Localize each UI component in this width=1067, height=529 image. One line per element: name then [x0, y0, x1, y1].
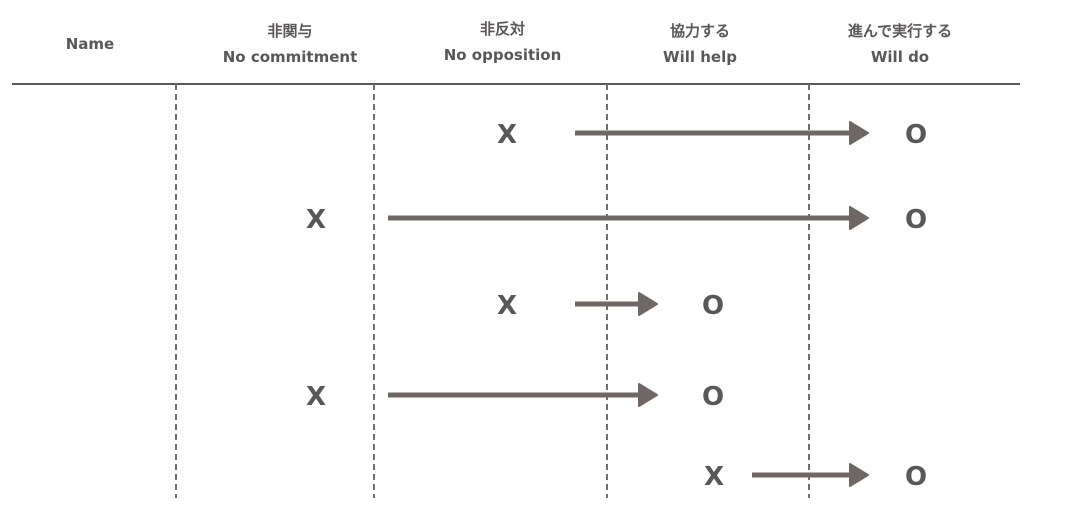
transition-arrow-head: [849, 463, 869, 487]
target-position-mark: O: [702, 382, 724, 412]
header-will-help-jp: 協力する: [669, 22, 730, 40]
header-no-opposition-en: No opposition: [443, 46, 562, 64]
header-name-label: Name: [65, 35, 115, 53]
current-position-mark: X: [306, 205, 326, 235]
current-position-mark: X: [497, 120, 517, 150]
header-no-opposition: 非反対 No opposition: [400, 16, 605, 68]
header-name: Name: [30, 31, 150, 57]
transition-arrow-head: [849, 121, 869, 145]
header-no-commitment-jp: 非関与: [267, 22, 313, 40]
target-position-mark: O: [702, 291, 724, 321]
header-no-opposition-jp: 非反対: [479, 20, 525, 38]
target-position-mark: O: [905, 462, 927, 492]
header-will-help: 協力する Will help: [615, 18, 785, 70]
header-will-do-jp: 進んで実行する: [847, 22, 953, 40]
transition-arrow-head: [638, 383, 658, 407]
current-position-mark: X: [497, 291, 517, 321]
header-no-commitment: 非関与 No commitment: [190, 18, 390, 70]
header-will-do: 進んで実行する Will do: [800, 18, 1000, 70]
transition-arrow-head: [849, 206, 869, 230]
target-position-mark: O: [905, 120, 927, 150]
target-position-mark: O: [905, 205, 927, 235]
current-position-mark: X: [704, 462, 724, 492]
header-will-do-en: Will do: [870, 48, 930, 66]
header-no-commitment-en: No commitment: [222, 48, 358, 66]
column-dividers: [175, 84, 810, 498]
transition-arrow-head: [638, 292, 658, 316]
header-will-help-en: Will help: [663, 48, 737, 66]
current-position-mark: X: [306, 382, 326, 412]
